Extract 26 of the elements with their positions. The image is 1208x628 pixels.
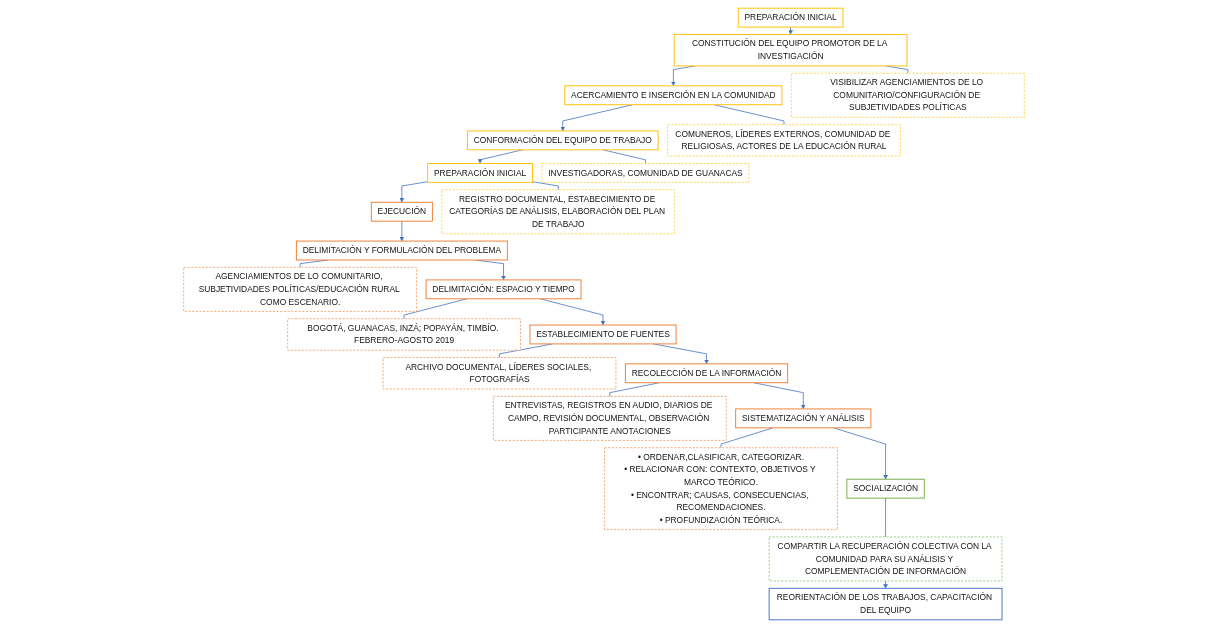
node-box: SOCIALIZACIÓN: [846, 478, 925, 499]
node-box: REORIENTACIÓN DE LOS TRABAJOS, CAPACITACIÓN DEL EQUIPO: [768, 587, 1003, 621]
node-box: PREPARACIÓN INICIAL: [737, 7, 844, 28]
node-box: AGENCIAMIENTOS DE LO COMUNITARIO, SUBJETIVIDADES POLÍTICAS/EDUCACIÓN RURAL COMO ESCENARIO.: [183, 267, 417, 312]
node-box: COMPARTIR LA RECUPERACIÓN COLECTIVA CON LA COMUNIDAD PARA SU ANÁLISIS Y COMPLEMENTACIÓN DE INFORMACIÓN: [768, 536, 1003, 582]
node-box: ENTREVISTAS, REGISTROS EN AUDIO, DIARIOS DE CAMPO, REVISIÓN DOCUMENTAL, OBSERVACIÓN PARTICIPANTE ANOTACIONES: [493, 396, 727, 441]
node-box: REGISTRO DOCUMENTAL, ESTABECIMIENTO DE CATEGORÍAS DE ANÁLISIS, ELABORACIÓN DEL PLAN DE TRABAJO: [441, 189, 676, 235]
node-box: CONFORMACIÓN DEL EQUIPO DE TRABAJO: [466, 130, 659, 151]
node-box: ESTABLECIMIENTO DE FUENTES: [529, 324, 677, 345]
node-box: EJECUCIÓN: [370, 201, 433, 222]
connector: [532, 181, 559, 191]
node-box: RECOLECCIÓN DE LA INFORMACIÓN: [624, 363, 789, 384]
node-box: COMUNEROS, LÍDERES EXTERNOS, COMUNIDAD DE RELIGIOSAS, ACTORES DE LA EDUCACIÓN RURAL: [667, 124, 901, 157]
node-box: DELIMITACIÓN Y FORMULACIÓN DEL PROBLEMA: [295, 240, 508, 261]
connector: [720, 427, 774, 449]
node-box: ARCHIVO DOCUMENTAL, LÍDERES SOCIALES, FOTOGRAFÍAS: [382, 357, 617, 390]
node-box: • ORDENAR,CLASIFICAR, CATEGORIZAR. • RELACIONAR CON: CONTEXTO, OBJETIVOS Y MARCO TEÓRICO. • ENCONTRAR; CAUSAS, CONSECUENCIAS, RECOMENDACIONES. • PROFUNDIZACIÓN TEÓRICA.: [604, 447, 838, 530]
node-box: SISTEMATIZACIÓN Y ANÁLISIS: [735, 408, 872, 429]
node-box: DELIMITACIÓN: ESPACIO Y TIEMPO: [425, 279, 582, 300]
node-box: BOGOTÁ, GUANACAS, INZÁ; POPAYÁN, TIMBÍO. FEBRERO-AGOSTO 2019: [287, 318, 521, 351]
node-box: INVESTIGADORAS, COMUNIDAD DE GUANACAS: [541, 163, 750, 183]
connector: [885, 497, 886, 538]
node-box: PREPARACIÓN INICIAL: [427, 163, 533, 183]
node-box: VISIBILIZAR AGENCIAMIENTOS DE LO COMUNITARIO/CONFIGURACIÓN DE SUBJETIVIDADES POLÍTICAS: [791, 72, 1025, 118]
node-box: ACERCAMIENTO E INSERCIÓN EN LA COMUNIDAD: [564, 85, 783, 106]
node-box: CONSTITUCIÓN DEL EQUIPO PROMOTOR DE LA INVESTIGACIÓN: [673, 33, 908, 67]
